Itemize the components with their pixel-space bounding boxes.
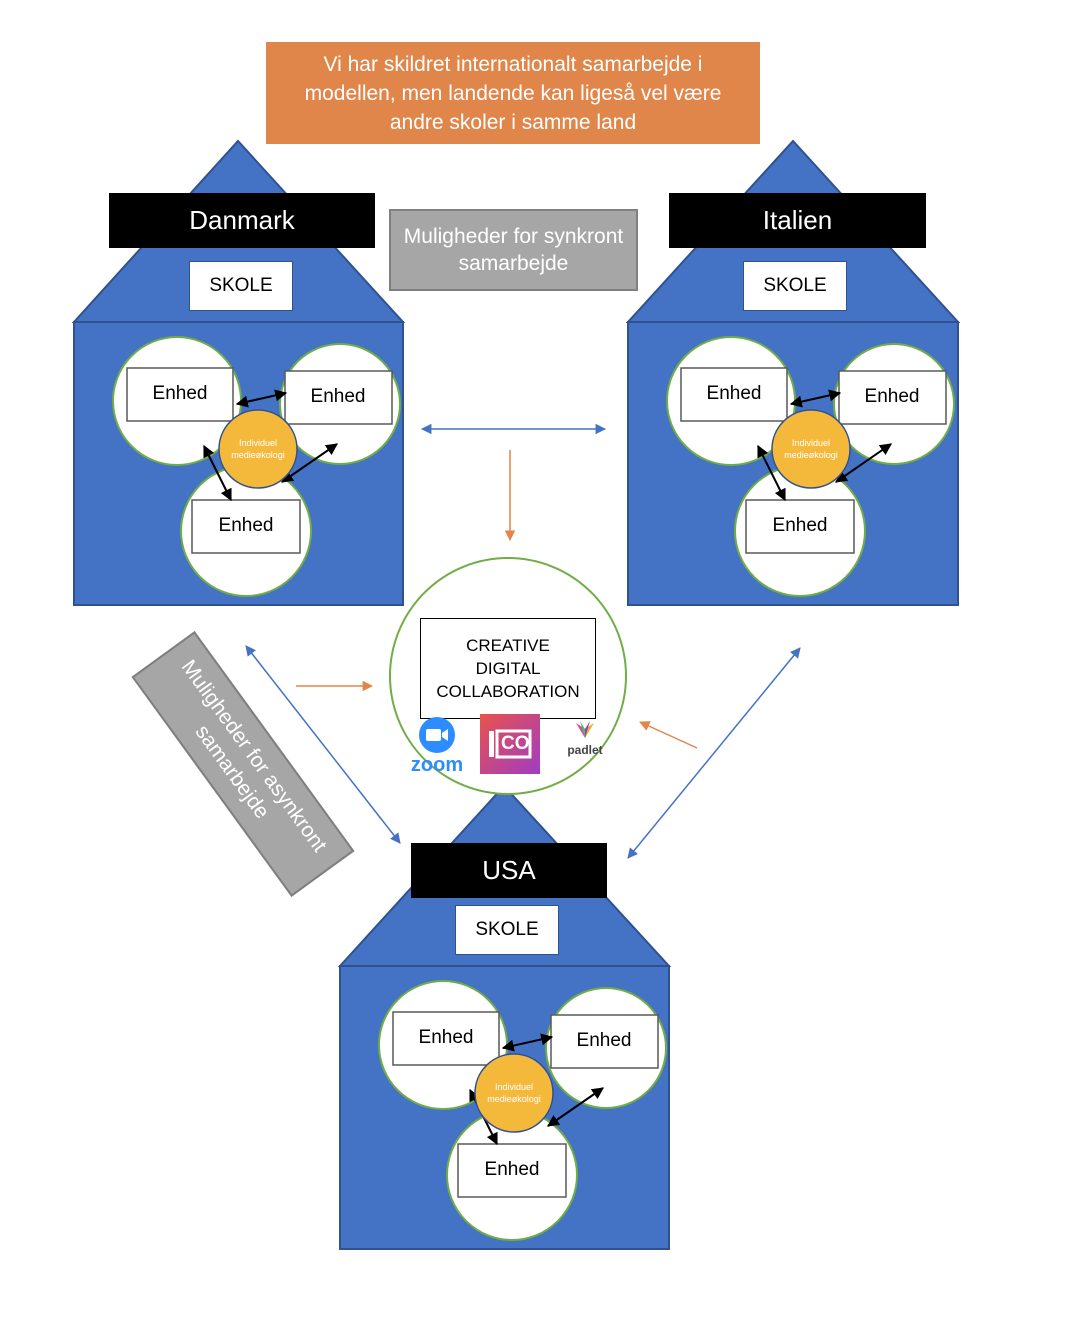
unit-label: Enhed xyxy=(577,1030,632,1051)
unit-box xyxy=(191,499,301,554)
unit-link-arrow xyxy=(547,1087,604,1127)
co-app-icon: CO xyxy=(480,714,540,774)
zoom-wordmark: zoom xyxy=(410,754,464,776)
zoom-logo-icon: zoom xyxy=(404,716,470,776)
school-box: SKOLE xyxy=(189,261,293,311)
unit-label: Enhed xyxy=(707,383,762,404)
media-ecology-label: medieøkologi xyxy=(231,450,285,460)
unit-link-arrow xyxy=(235,389,288,408)
unit-label: Enhed xyxy=(153,383,208,404)
country-label-danmark: Danmark xyxy=(109,193,375,248)
padlet-wordmark: padlet xyxy=(567,743,603,757)
media-ecology-label: medieøkologi xyxy=(784,450,838,460)
scope-note: Vi har skildret internationalt samarbejd… xyxy=(266,42,760,144)
unit-link-arrow xyxy=(203,444,232,502)
house-usa: Enhed Enhed Enhed Individuel medieøkolog… xyxy=(337,784,672,1250)
unit-link-arrow xyxy=(789,389,842,408)
sync-collaboration-box: Muligheder for synkront samarbejde xyxy=(389,209,638,291)
async-arrow-danmark-usa xyxy=(245,645,401,844)
unit-label: Enhed xyxy=(419,1027,474,1048)
media-ecology-label: Individuel xyxy=(792,438,830,448)
unit-box xyxy=(457,1143,567,1198)
school-box: SKOLE xyxy=(743,261,847,311)
unit-link-arrow xyxy=(501,1033,554,1052)
media-ecology-label: Individuel xyxy=(495,1082,533,1092)
cdc-line: COLLABORATION xyxy=(436,682,580,701)
arrow-italien-usa xyxy=(627,647,801,859)
media-ecology-circle xyxy=(771,409,851,489)
unit-box xyxy=(392,1011,500,1066)
country-label-usa: USA xyxy=(411,843,607,898)
media-ecology-circle xyxy=(474,1053,554,1133)
school-box: SKOLE xyxy=(455,905,559,955)
unit-link-arrow xyxy=(835,443,892,483)
country-label-italien: Italien xyxy=(669,193,926,248)
unit-box xyxy=(680,367,788,422)
unit-label: Enhed xyxy=(311,386,366,407)
padlet-logo-icon: padlet xyxy=(558,720,612,768)
unit-label: Enhed xyxy=(219,515,274,536)
media-ecology-circle xyxy=(218,409,298,489)
unit-label: Enhed xyxy=(773,515,828,536)
creative-digital-collaboration-box: CREATIVE DIGITAL COLLABORATION xyxy=(420,618,596,719)
orange-arrow-right xyxy=(639,721,698,749)
unit-box xyxy=(126,367,234,422)
media-ecology-label: Individuel xyxy=(239,438,277,448)
unit-link-arrow xyxy=(757,444,786,502)
unit-label: Enhed xyxy=(485,1159,540,1180)
co-wordmark: CO xyxy=(501,733,530,754)
media-ecology-label: medieøkologi xyxy=(487,1094,541,1104)
cdc-line: DIGITAL xyxy=(475,659,541,678)
unit-box xyxy=(838,370,947,425)
cdc-line: CREATIVE xyxy=(466,636,550,655)
unit-link-arrow xyxy=(281,443,338,483)
unit-box xyxy=(745,499,855,554)
house-danmark: Enhed Enhed Enhed Individuel medieøkolog… xyxy=(71,139,406,606)
unit-label: Enhed xyxy=(865,386,920,407)
